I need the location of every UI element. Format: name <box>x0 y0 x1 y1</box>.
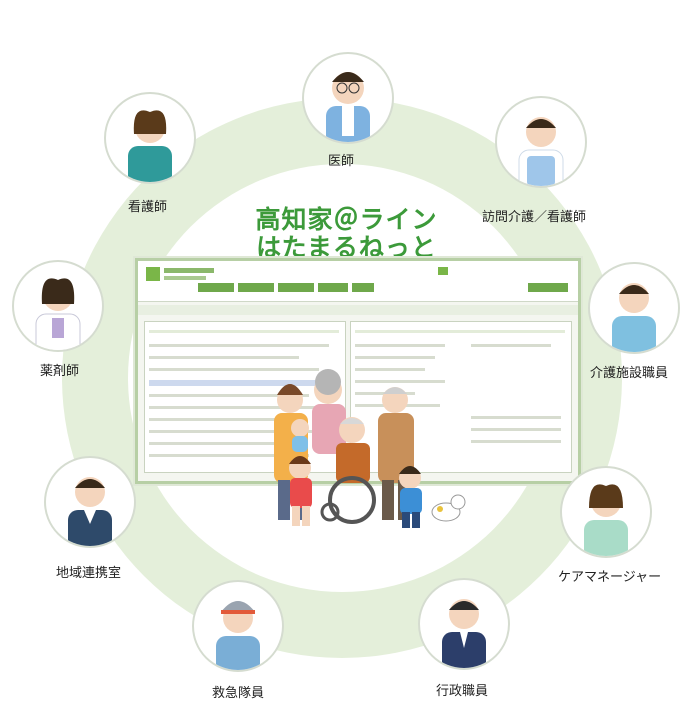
title-line-2: はたまるねっと <box>256 233 437 262</box>
mail-icon <box>438 267 448 275</box>
role-label-paramedic: 救急隊員 <box>212 686 265 701</box>
doctor-icon <box>302 52 394 144</box>
logo-icon <box>146 267 160 281</box>
care-facility-staff-icon <box>588 262 680 354</box>
care-manager-icon <box>560 466 652 558</box>
role-label-care-facility-staff: 介護施設職員 <box>590 366 669 381</box>
role-label-care-manager: ケアマネージャー <box>558 570 662 585</box>
admin-staff-icon <box>418 578 510 670</box>
role-label-nurse: 看護師 <box>128 200 168 215</box>
role-label-home-care-nurse: 訪問介護／看護師 <box>482 210 587 225</box>
screenshot-tabs <box>138 305 578 315</box>
role-label-admin-staff: 行政職員 <box>436 684 489 699</box>
screenshot-header <box>138 261 578 302</box>
title-line-1: 高知家＠ライン <box>255 205 438 234</box>
role-label-pharmacist: 薬剤師 <box>40 364 80 379</box>
regional-liaison-icon <box>44 456 136 548</box>
nurse-icon <box>104 92 196 184</box>
home-care-nurse-icon <box>495 96 587 188</box>
paramedic-icon <box>192 580 284 672</box>
role-label-regional-liaison: 地域連携室 <box>56 566 122 581</box>
role-label-doctor: 医師 <box>328 154 355 169</box>
pharmacist-icon <box>12 260 104 352</box>
